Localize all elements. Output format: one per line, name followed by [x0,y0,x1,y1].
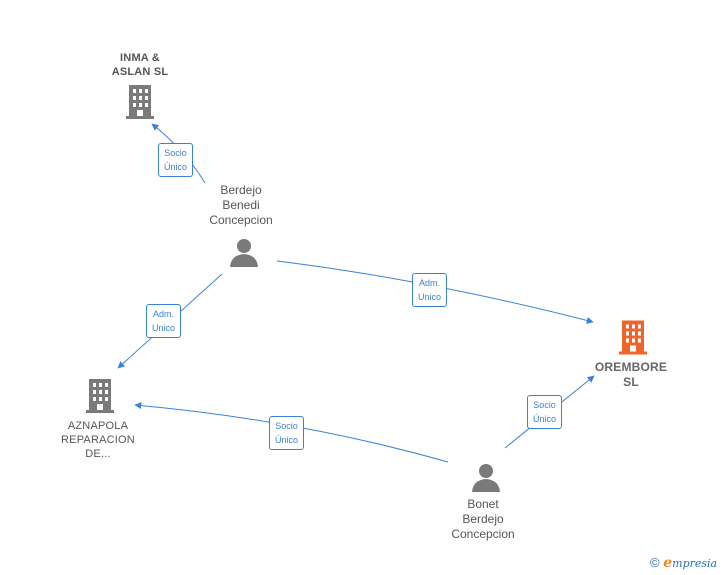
node-label-line: Concepcion [209,213,273,227]
edge-label-line: Socio [533,400,556,410]
brand-name: mpresia [672,557,718,570]
person-icon[interactable] [471,463,501,493]
node-label-line: INMA & [120,52,160,64]
edge-label-line: Único [275,435,299,445]
node-label-line: AZNAPOLA [67,420,129,432]
edge-label-line: Adm. [419,278,441,288]
node-label-line: REPARACION [61,434,135,446]
edge-label-line: Unico [418,292,442,302]
node-label-line: DE... [85,448,111,460]
node-label-line: Berdejo [462,512,504,526]
node-label-line: Berdejo [220,183,262,197]
edge-label-line: Socio [164,148,187,158]
node-label-line: SL [623,375,639,389]
edge-label-socio-unico[interactable]: Socio Único [269,416,305,450]
edge-label-line: Adm. [153,309,175,319]
node-label-aznapola: AZNAPOLA REPARACION DE... [50,419,146,461]
edge-label-socio-unico[interactable]: Socio Único [158,143,194,177]
edge-label-adm-unico[interactable]: Adm. Unico [146,304,182,338]
node-label-bonet: Bonet Berdejo Concepcion [437,497,529,542]
copyright-icon: © [650,555,660,570]
empresia-credit[interactable]: © empresia [650,555,717,571]
node-label-line: Bonet [467,497,499,511]
edge-label-socio-unico[interactable]: Socio Único [527,395,563,429]
building-icon[interactable] [124,84,156,120]
edge-label-adm-unico[interactable]: Adm. Unico [412,273,448,307]
person-icon[interactable] [229,238,259,268]
node-label-line: Concepcion [451,527,515,541]
node-label-line: Benedi [222,198,260,212]
edge-label-line: Unico [152,323,176,333]
brand-initial: e [663,555,673,571]
node-label-inma-aslan: INMA & ASLAN SL [100,51,180,79]
building-icon[interactable] [617,319,649,356]
node-label-orembore: OREMBORE SL [586,360,676,390]
building-icon[interactable] [84,378,116,414]
edge-label-line: Único [533,414,557,424]
node-label-line: ASLAN SL [111,66,169,78]
edge-label-line: Único [164,162,188,172]
node-label-line: OREMBORE [594,360,668,374]
edge-label-line: Socio [275,421,298,431]
node-label-berdejo: Berdejo Benedi Concepcion [195,183,287,228]
